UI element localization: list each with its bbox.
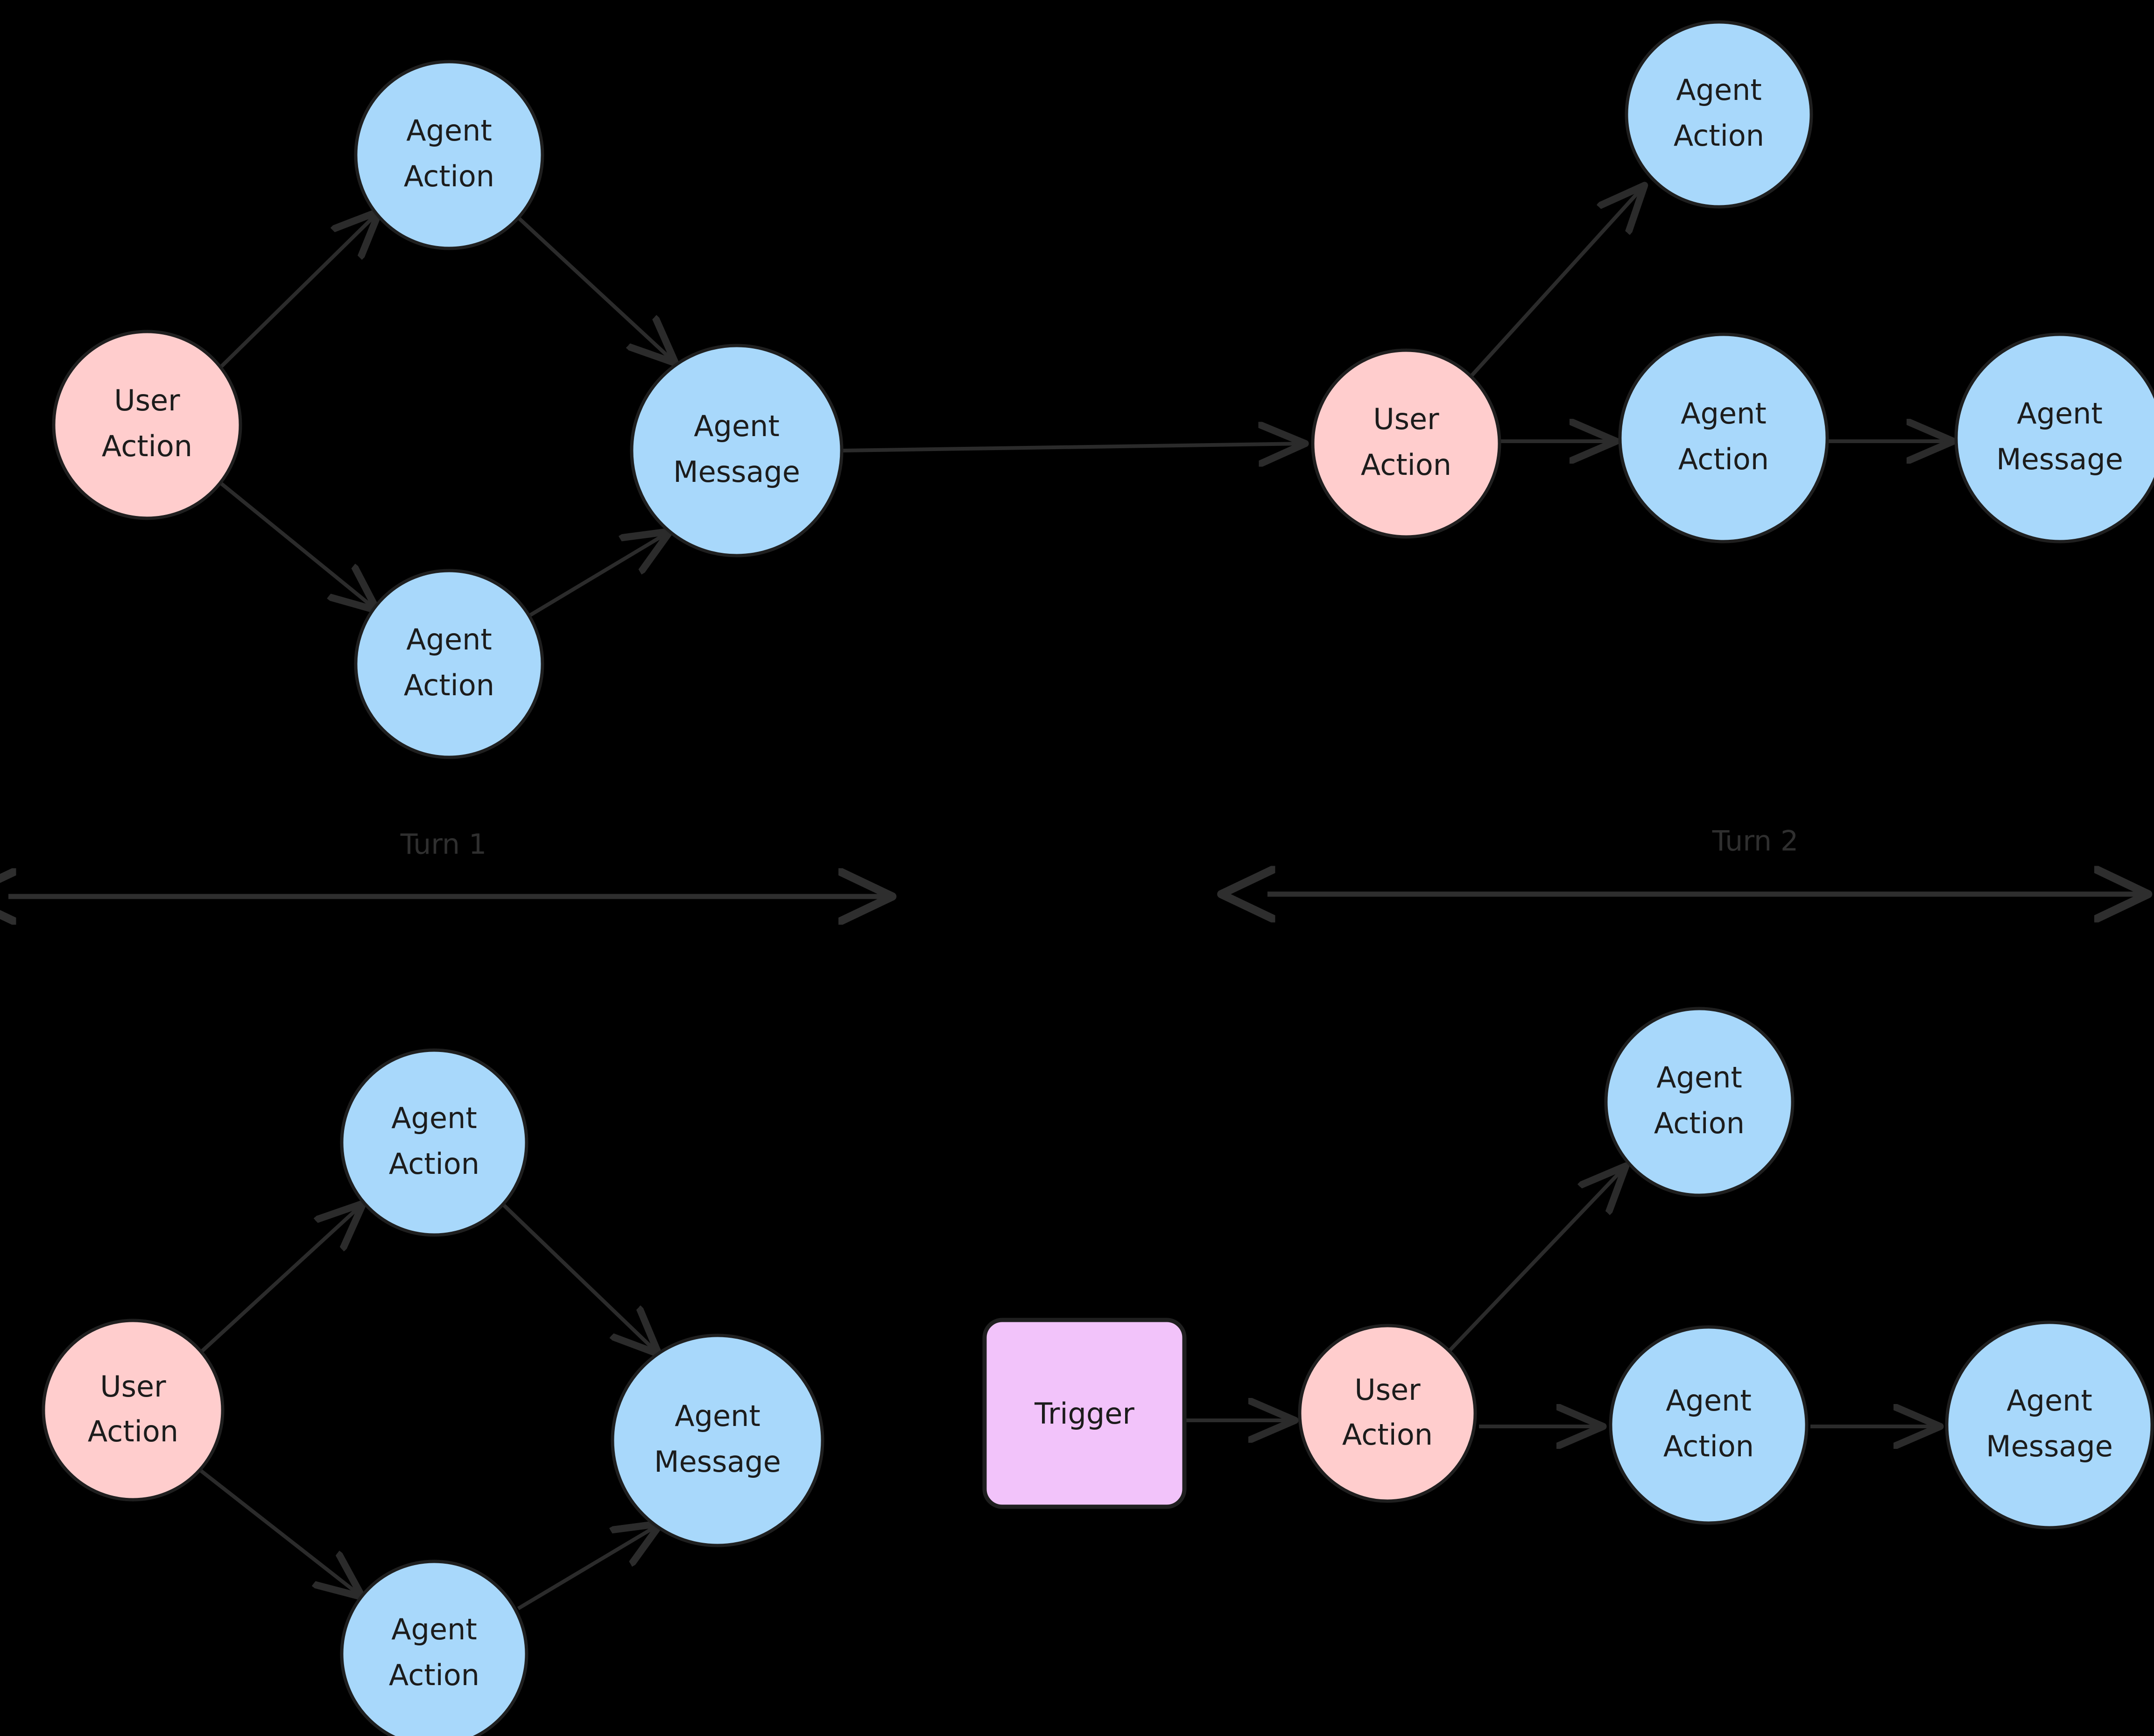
flow-bottom-left-group: User Action Agent Action Agent Action Ag… bbox=[42, 1048, 824, 1736]
node-label-line1: Agent bbox=[2017, 396, 2103, 430]
node-label-line1: Agent bbox=[694, 409, 780, 443]
node-label-line2: Action bbox=[1678, 442, 1769, 476]
agent-message-circle[interactable] bbox=[1954, 332, 2154, 543]
agent-action-circle[interactable] bbox=[340, 1048, 528, 1237]
node-label-line1: Agent bbox=[1681, 396, 1767, 430]
node-label-line1: User bbox=[1373, 402, 1439, 436]
node-label-line2: Message bbox=[673, 455, 800, 489]
edge-user-action-to-agent-action bbox=[1445, 1167, 1625, 1355]
node-label-line2: Action bbox=[1361, 448, 1451, 482]
agent-message-circle[interactable] bbox=[1945, 1320, 2154, 1530]
agent-action-circle[interactable] bbox=[1609, 1325, 1809, 1525]
turn-2-group: User Action Agent Action Agent Action Ag… bbox=[1311, 20, 2154, 543]
node-label-line1: Agent bbox=[406, 113, 492, 148]
user-action-circle[interactable] bbox=[42, 1319, 225, 1502]
agent-action-circle[interactable] bbox=[1604, 1007, 1795, 1197]
node-label-line1: Agent bbox=[1666, 1383, 1752, 1418]
agent-message-circle[interactable] bbox=[630, 344, 844, 557]
agent-action-circle[interactable] bbox=[354, 569, 544, 759]
node-label-line2: Action bbox=[1654, 1106, 1745, 1140]
node-label-line1: Agent bbox=[406, 622, 492, 656]
node-user-action[interactable]: User Action bbox=[1298, 1324, 1477, 1503]
node-agent-message[interactable]: Agent Message bbox=[630, 344, 844, 557]
edge-agent-action-to-agent-message bbox=[521, 532, 669, 622]
edge-user-action-to-agent-action bbox=[219, 481, 376, 609]
user-action-circle[interactable] bbox=[52, 330, 242, 520]
edge-agent-action-to-agent-message bbox=[502, 1203, 657, 1353]
node-label-line2: Action bbox=[404, 159, 494, 193]
edge-layer bbox=[198, 187, 1951, 1610]
agent-action-circle[interactable] bbox=[354, 60, 544, 250]
agent-message-circle[interactable] bbox=[611, 1334, 824, 1547]
user-action-circle[interactable] bbox=[1311, 348, 1501, 539]
agent-action-circle[interactable] bbox=[1625, 20, 1813, 209]
node-label-line1: Agent bbox=[675, 1399, 760, 1433]
node-user-action[interactable]: User Action bbox=[1311, 348, 1501, 539]
node-label-line1: Agent bbox=[2006, 1383, 2092, 1418]
node-agent-action[interactable]: Agent Action bbox=[354, 60, 544, 250]
node-trigger[interactable]: Trigger bbox=[982, 1318, 1187, 1509]
edge-user-action-to-agent-action bbox=[198, 1205, 362, 1355]
node-label-line1: Agent bbox=[391, 1101, 477, 1135]
trigger-label: Trigger bbox=[1034, 1397, 1134, 1431]
edge-user-action-to-agent-action bbox=[219, 212, 378, 369]
node-label-line2: Action bbox=[88, 1414, 178, 1448]
node-user-action[interactable]: User Action bbox=[52, 330, 242, 520]
node-label-line1: Agent bbox=[1676, 73, 1762, 107]
turn-1-label: Turn 1 bbox=[400, 828, 486, 861]
node-agent-action[interactable]: Agent Action bbox=[1625, 20, 1813, 209]
span-marker-layer: Turn 1 Turn 2 bbox=[8, 825, 2146, 896]
node-label-line2: Action bbox=[1674, 119, 1764, 153]
node-user-action[interactable]: User Action bbox=[42, 1319, 225, 1502]
node-label-line1: User bbox=[1354, 1373, 1421, 1407]
node-label-line2: Action bbox=[389, 1658, 479, 1692]
node-agent-message[interactable]: Agent Message bbox=[1954, 332, 2154, 543]
node-agent-action[interactable]: Agent Action bbox=[1604, 1007, 1795, 1197]
node-agent-action[interactable]: Agent Action bbox=[340, 1048, 528, 1237]
flow-bottom-right-group: Trigger User Action Agent Action Agent A… bbox=[982, 1007, 2154, 1530]
node-label-line2: Action bbox=[389, 1147, 479, 1181]
node-label-line1: User bbox=[100, 1369, 166, 1404]
node-label-line2: Message bbox=[654, 1445, 781, 1479]
edge-agent-action-to-agent-message bbox=[517, 1524, 659, 1610]
node-label-line2: Message bbox=[1996, 442, 2123, 476]
node-label-line2: Action bbox=[1663, 1429, 1754, 1463]
turn-1-group: User Action Agent Action Agent Action Ag… bbox=[52, 60, 844, 759]
turn-2-label: Turn 2 bbox=[1712, 825, 1798, 858]
node-agent-action[interactable]: Agent Action bbox=[340, 1560, 528, 1736]
node-agent-action[interactable]: Agent Action bbox=[1609, 1325, 1809, 1525]
node-label-line2: Action bbox=[404, 668, 494, 702]
node-label-line1: Agent bbox=[1656, 1060, 1742, 1094]
node-agent-action[interactable]: Agent Action bbox=[1618, 332, 1829, 543]
edge-user-action-to-agent-action bbox=[1464, 187, 1643, 383]
edge-user-action-to-agent-action bbox=[198, 1468, 361, 1596]
edge-agent-action-to-agent-message bbox=[517, 216, 674, 362]
node-label-line1: Agent bbox=[391, 1612, 477, 1646]
node-agent-message[interactable]: Agent Message bbox=[1945, 1320, 2154, 1530]
edge-agent-message-to-user-action bbox=[842, 444, 1303, 451]
trigger-rounded-rect[interactable] bbox=[982, 1318, 1187, 1509]
node-label-line2: Action bbox=[102, 429, 192, 463]
node-label-line2: Message bbox=[1986, 1429, 2113, 1463]
node-label-line1: User bbox=[114, 383, 180, 417]
node-label-line2: Action bbox=[1342, 1418, 1433, 1452]
node-agent-action[interactable]: Agent Action bbox=[354, 569, 544, 759]
agent-action-circle[interactable] bbox=[1618, 332, 1829, 543]
user-action-circle[interactable] bbox=[1298, 1324, 1477, 1503]
agent-action-circle[interactable] bbox=[340, 1560, 528, 1736]
node-agent-message[interactable]: Agent Message bbox=[611, 1334, 824, 1547]
